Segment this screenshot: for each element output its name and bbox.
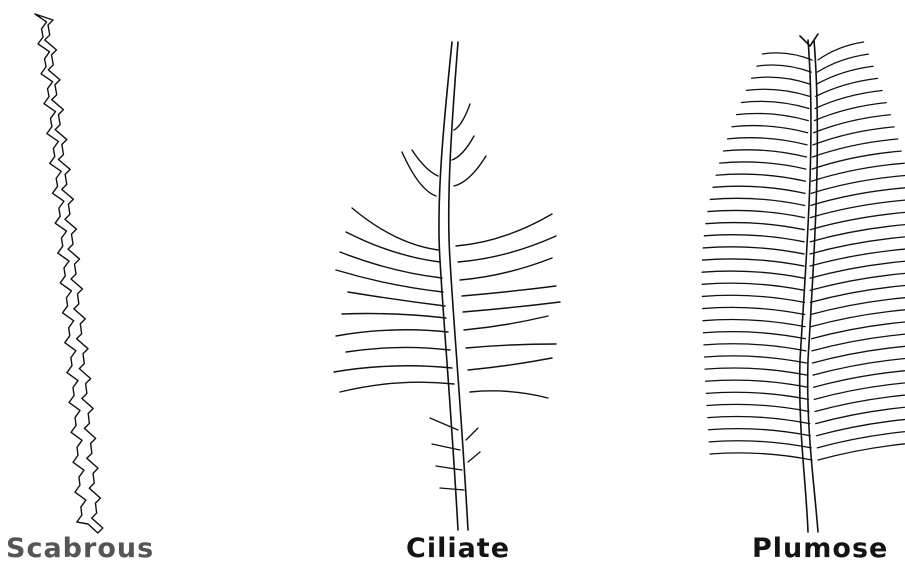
plumose-branch-right: [813, 127, 894, 145]
ciliate-hair: [334, 42, 560, 530]
ciliate-branch-left: [348, 292, 445, 306]
ciliate-spur: [468, 452, 480, 462]
plumose-branch-right: [814, 103, 886, 121]
ciliate-branch-right: [466, 344, 556, 348]
ciliate-spur: [436, 466, 462, 470]
ciliate-branch-right: [462, 286, 556, 296]
plumose-branch-left: [710, 198, 804, 205]
plumose-branch-right: [810, 212, 905, 230]
plumose-branch-left: [716, 174, 805, 181]
plumose-branch-left: [746, 89, 809, 96]
plumose-branch-left: [704, 235, 804, 242]
plumose-branch-right: [816, 66, 873, 84]
plumose-branch-left: [728, 138, 807, 145]
plumose-branch-left: [702, 259, 804, 266]
ciliate-branch-left: [346, 347, 450, 352]
plumose-branch-left: [706, 392, 808, 399]
ciliate-branch-right: [470, 391, 548, 398]
plumose-branch-right: [811, 187, 905, 205]
plumose-branch-left: [713, 186, 805, 193]
plumose-branch-left: [741, 101, 809, 108]
plumose-branch-left: [720, 162, 806, 169]
ciliate-branch-left: [340, 252, 442, 278]
plumose-branch-left: [762, 53, 812, 60]
plumose-branch-left: [702, 295, 804, 302]
scabrous-serrated-outline: [35, 14, 103, 533]
plumose-branch-right: [812, 151, 901, 169]
plumose-branch-left: [710, 453, 812, 460]
plumose-branch-left: [706, 380, 808, 387]
ciliate-branch-right: [463, 302, 560, 312]
ciliate-spur: [432, 444, 460, 450]
plumose-branch-left: [704, 344, 806, 351]
ciliate-branch-left: [336, 330, 448, 336]
ciliate-label: Ciliate: [406, 532, 510, 566]
plumose-branch-left: [703, 307, 805, 314]
plumose-branch-right: [817, 54, 868, 72]
ciliate-shaft: [439, 42, 468, 530]
ciliate-branch-right: [456, 214, 552, 246]
plumose-branch-left: [757, 65, 811, 72]
ciliate-branch-left: [402, 152, 436, 196]
plumose-branch-left: [723, 150, 806, 157]
ciliate-branch-right: [454, 104, 470, 130]
plumose-branch-right: [815, 90, 882, 108]
plumose-branch-left: [708, 429, 810, 436]
ciliate-branch-right: [452, 136, 474, 160]
plumose-branch-left: [703, 332, 805, 339]
plumose-branch-right: [818, 42, 864, 60]
plumose-branch-left: [732, 126, 808, 133]
plumose-branch-left: [707, 404, 809, 411]
ciliate-branch-left: [334, 366, 452, 372]
plumose-branch-right: [816, 78, 878, 96]
ciliate-spur: [466, 428, 478, 440]
ciliate-branch-right: [464, 316, 548, 330]
plumose-branch-left: [703, 320, 805, 327]
plumose-hair: [702, 34, 905, 532]
plumose-branch-right: [811, 163, 904, 181]
plumose-branch-left: [703, 247, 804, 254]
plumose-branch-left: [702, 271, 804, 278]
ciliate-branch-left: [352, 208, 438, 250]
ciliate-branch-right: [458, 236, 556, 262]
ciliate-branch-right: [468, 358, 552, 370]
plumose-branch-left: [705, 368, 807, 375]
plumose-branch-left: [737, 113, 809, 120]
plumose-branch-left: [708, 416, 810, 423]
ciliate-spur: [430, 418, 458, 430]
plumose-branch-right: [811, 175, 905, 193]
plumose-branch-left: [702, 283, 804, 290]
ciliate-branch-right: [454, 156, 486, 186]
scabrous-hair: [35, 14, 103, 533]
plumose-branch-left: [706, 223, 804, 230]
plumose-branch-left: [704, 356, 806, 363]
plumose-branch-right: [814, 115, 891, 133]
ciliate-spur: [440, 488, 464, 490]
ciliate-branch-left: [336, 270, 443, 292]
plumose-branch-left: [708, 210, 805, 217]
plumose-branch-left: [709, 441, 811, 448]
scabrous-label: Scabrous: [6, 532, 154, 566]
ciliate-branch-right: [460, 258, 552, 280]
ciliate-branch-left: [412, 150, 438, 176]
ciliate-branch-left: [342, 314, 446, 319]
plumose-branch-right: [812, 139, 897, 157]
ciliate-branches: [334, 104, 560, 490]
plumose-label: Plumose: [752, 532, 888, 566]
ciliate-branch-left: [340, 382, 454, 392]
plumose-branch-right: [810, 200, 905, 218]
plumose-branches: [702, 42, 905, 460]
plumose-branch-left: [752, 77, 811, 84]
